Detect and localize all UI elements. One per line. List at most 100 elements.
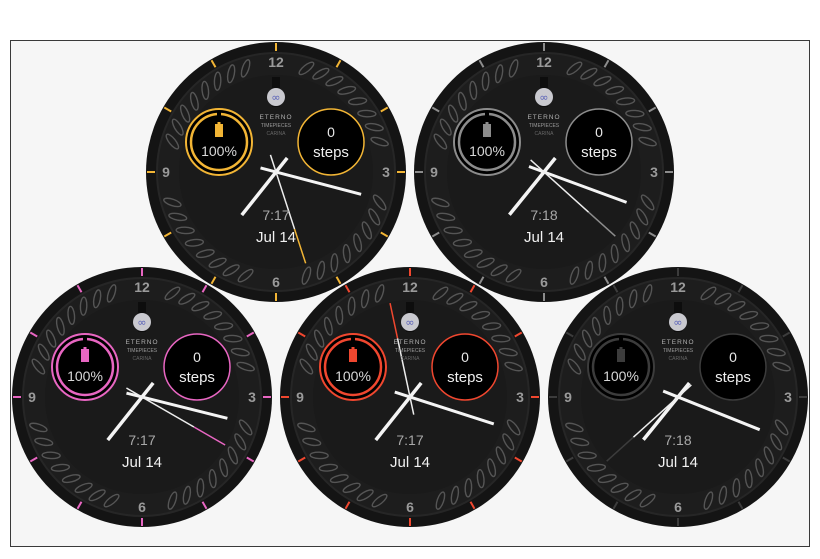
rope-link <box>178 292 196 305</box>
rope-link <box>732 478 741 498</box>
brand-line1: ETERNO <box>527 114 560 121</box>
rope-link <box>301 266 312 285</box>
logo-badge <box>133 313 151 331</box>
rope-link <box>433 133 448 150</box>
rope-link <box>457 91 467 111</box>
hour-tick <box>514 331 523 338</box>
hour-tick <box>565 456 574 463</box>
date-label: Jul 14 <box>122 454 162 471</box>
rope-link <box>432 286 449 301</box>
numeral-3: 3 <box>650 164 658 180</box>
rope-link <box>703 491 714 510</box>
rope-link <box>213 322 234 331</box>
rope-link <box>313 329 325 348</box>
steps-label: steps <box>313 144 349 161</box>
watch-face-back-right: 12369∞ETERNOTIMEPIECESCARINA100%0steps7:… <box>414 42 674 302</box>
rope-link <box>452 238 473 247</box>
brand-line3: CARINA <box>133 356 153 362</box>
rope-link <box>374 284 385 303</box>
numeral-6: 6 <box>138 499 146 515</box>
hour-tick <box>782 331 791 338</box>
rope-pattern <box>29 284 255 510</box>
rope-link <box>495 446 507 465</box>
rope-link <box>330 253 339 273</box>
hour-tick <box>201 284 208 293</box>
rope-link <box>739 310 759 320</box>
minute-hand <box>394 390 495 426</box>
hour-tick <box>344 284 351 293</box>
rope-link <box>342 482 361 494</box>
rope-link <box>103 493 120 508</box>
rope-link <box>766 347 786 357</box>
rope-link <box>371 493 388 508</box>
numeral-9: 9 <box>162 164 170 180</box>
rope-link <box>226 64 236 84</box>
numeral-6: 6 <box>674 499 682 515</box>
rope-link <box>436 212 456 222</box>
battery-icon <box>349 349 357 362</box>
steps-label: steps <box>447 369 483 386</box>
rope-link <box>74 482 93 494</box>
battery-ring-gap <box>351 337 355 341</box>
rope-link <box>171 118 184 136</box>
rope-link <box>88 489 106 502</box>
rope-link <box>638 136 657 147</box>
rope-link <box>450 485 460 505</box>
rope-link <box>50 463 71 472</box>
date-label: Jul 14 <box>658 454 698 471</box>
rope-link <box>208 468 217 489</box>
hour-tick <box>163 231 172 238</box>
rope-link <box>325 75 344 87</box>
second-hand-tip <box>389 302 399 339</box>
rope-link <box>508 59 519 78</box>
numeral-6: 6 <box>540 274 548 290</box>
battery-ring-gap <box>217 112 221 116</box>
battery-icon <box>483 124 491 137</box>
rope-link <box>203 310 223 320</box>
rope-link <box>621 233 631 253</box>
rope-link <box>234 433 247 451</box>
hour-tick <box>782 456 791 463</box>
rope-link <box>610 482 629 494</box>
hour-tick <box>201 501 208 510</box>
second-hand <box>269 154 296 230</box>
rope-link <box>610 243 619 264</box>
battery-ring-gap <box>83 337 87 341</box>
infinity-icon: ∞ <box>673 316 682 329</box>
rope-link <box>727 300 746 312</box>
rope-link <box>505 268 522 283</box>
rope-link <box>506 419 521 436</box>
watch-face-back-left: 12369∞ETERNOTIMEPIECESCARINA100%0steps7:… <box>146 42 406 302</box>
rope-link <box>464 478 473 498</box>
rope-link <box>577 451 597 460</box>
battery-complication <box>185 108 253 176</box>
brand-line2: TIMEPIECES <box>395 348 426 354</box>
rope-link <box>770 433 783 451</box>
hour-tick <box>737 284 744 293</box>
brand-line2: TIMEPIECES <box>127 348 158 354</box>
hour-hand <box>106 381 155 442</box>
rope-link <box>714 292 732 305</box>
date-label: Jul 14 <box>524 229 564 246</box>
rope-link <box>34 437 54 447</box>
hour-tick <box>612 284 619 293</box>
minute-hand <box>662 389 761 432</box>
second-hand <box>396 338 415 415</box>
infinity-icon: ∞ <box>539 91 548 104</box>
hour-hand <box>508 156 557 216</box>
rope-pattern <box>565 284 791 510</box>
rope-link <box>570 437 590 447</box>
steps-complication <box>431 333 499 401</box>
rope-link <box>297 422 316 433</box>
rope-link <box>240 59 251 78</box>
rope-link <box>213 71 222 91</box>
rope-link <box>565 422 584 433</box>
rope-link <box>636 208 649 226</box>
numeral-12: 12 <box>402 279 418 295</box>
rope-link <box>443 226 463 235</box>
watch-face-front-right: 12369∞ETERNOTIMEPIECESCARINA100%0steps7:… <box>548 267 808 527</box>
battery-icon-cap <box>217 122 221 124</box>
rope-link <box>476 257 495 269</box>
steps-label: steps <box>581 144 617 161</box>
rope-link <box>447 104 459 123</box>
